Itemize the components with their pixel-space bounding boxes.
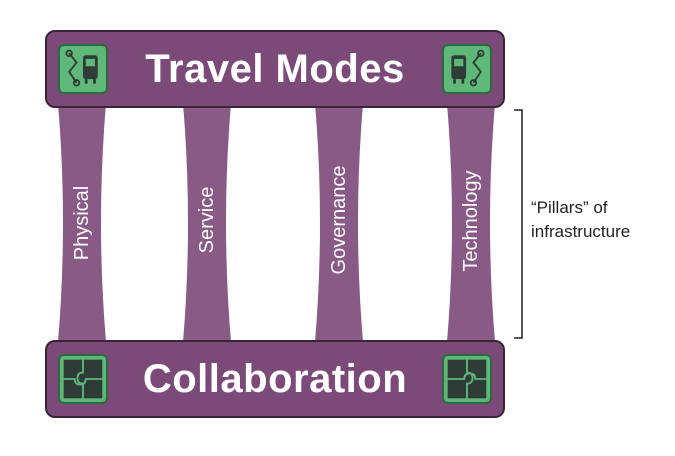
pillar-physical	[58, 104, 106, 342]
annotation-line-1: “Pillars” of	[531, 198, 608, 217]
travel-modes-title: Travel Modes	[145, 46, 405, 91]
collaboration-bar: Collaboration	[45, 340, 505, 418]
pillars-annotation: “Pillars” of infrastructure	[531, 196, 671, 244]
pillar-service	[183, 104, 231, 342]
puzzle-icon	[442, 354, 492, 404]
pillar-technology	[447, 104, 495, 342]
puzzle-icon	[58, 354, 108, 404]
transit-route-icon	[442, 44, 492, 94]
collaboration-title: Collaboration	[142, 356, 408, 401]
route-transit-icon	[58, 44, 108, 94]
annotation-line-2: infrastructure	[531, 222, 631, 241]
travel-modes-bar: Travel Modes	[45, 30, 505, 108]
pillar-governance	[315, 104, 363, 342]
